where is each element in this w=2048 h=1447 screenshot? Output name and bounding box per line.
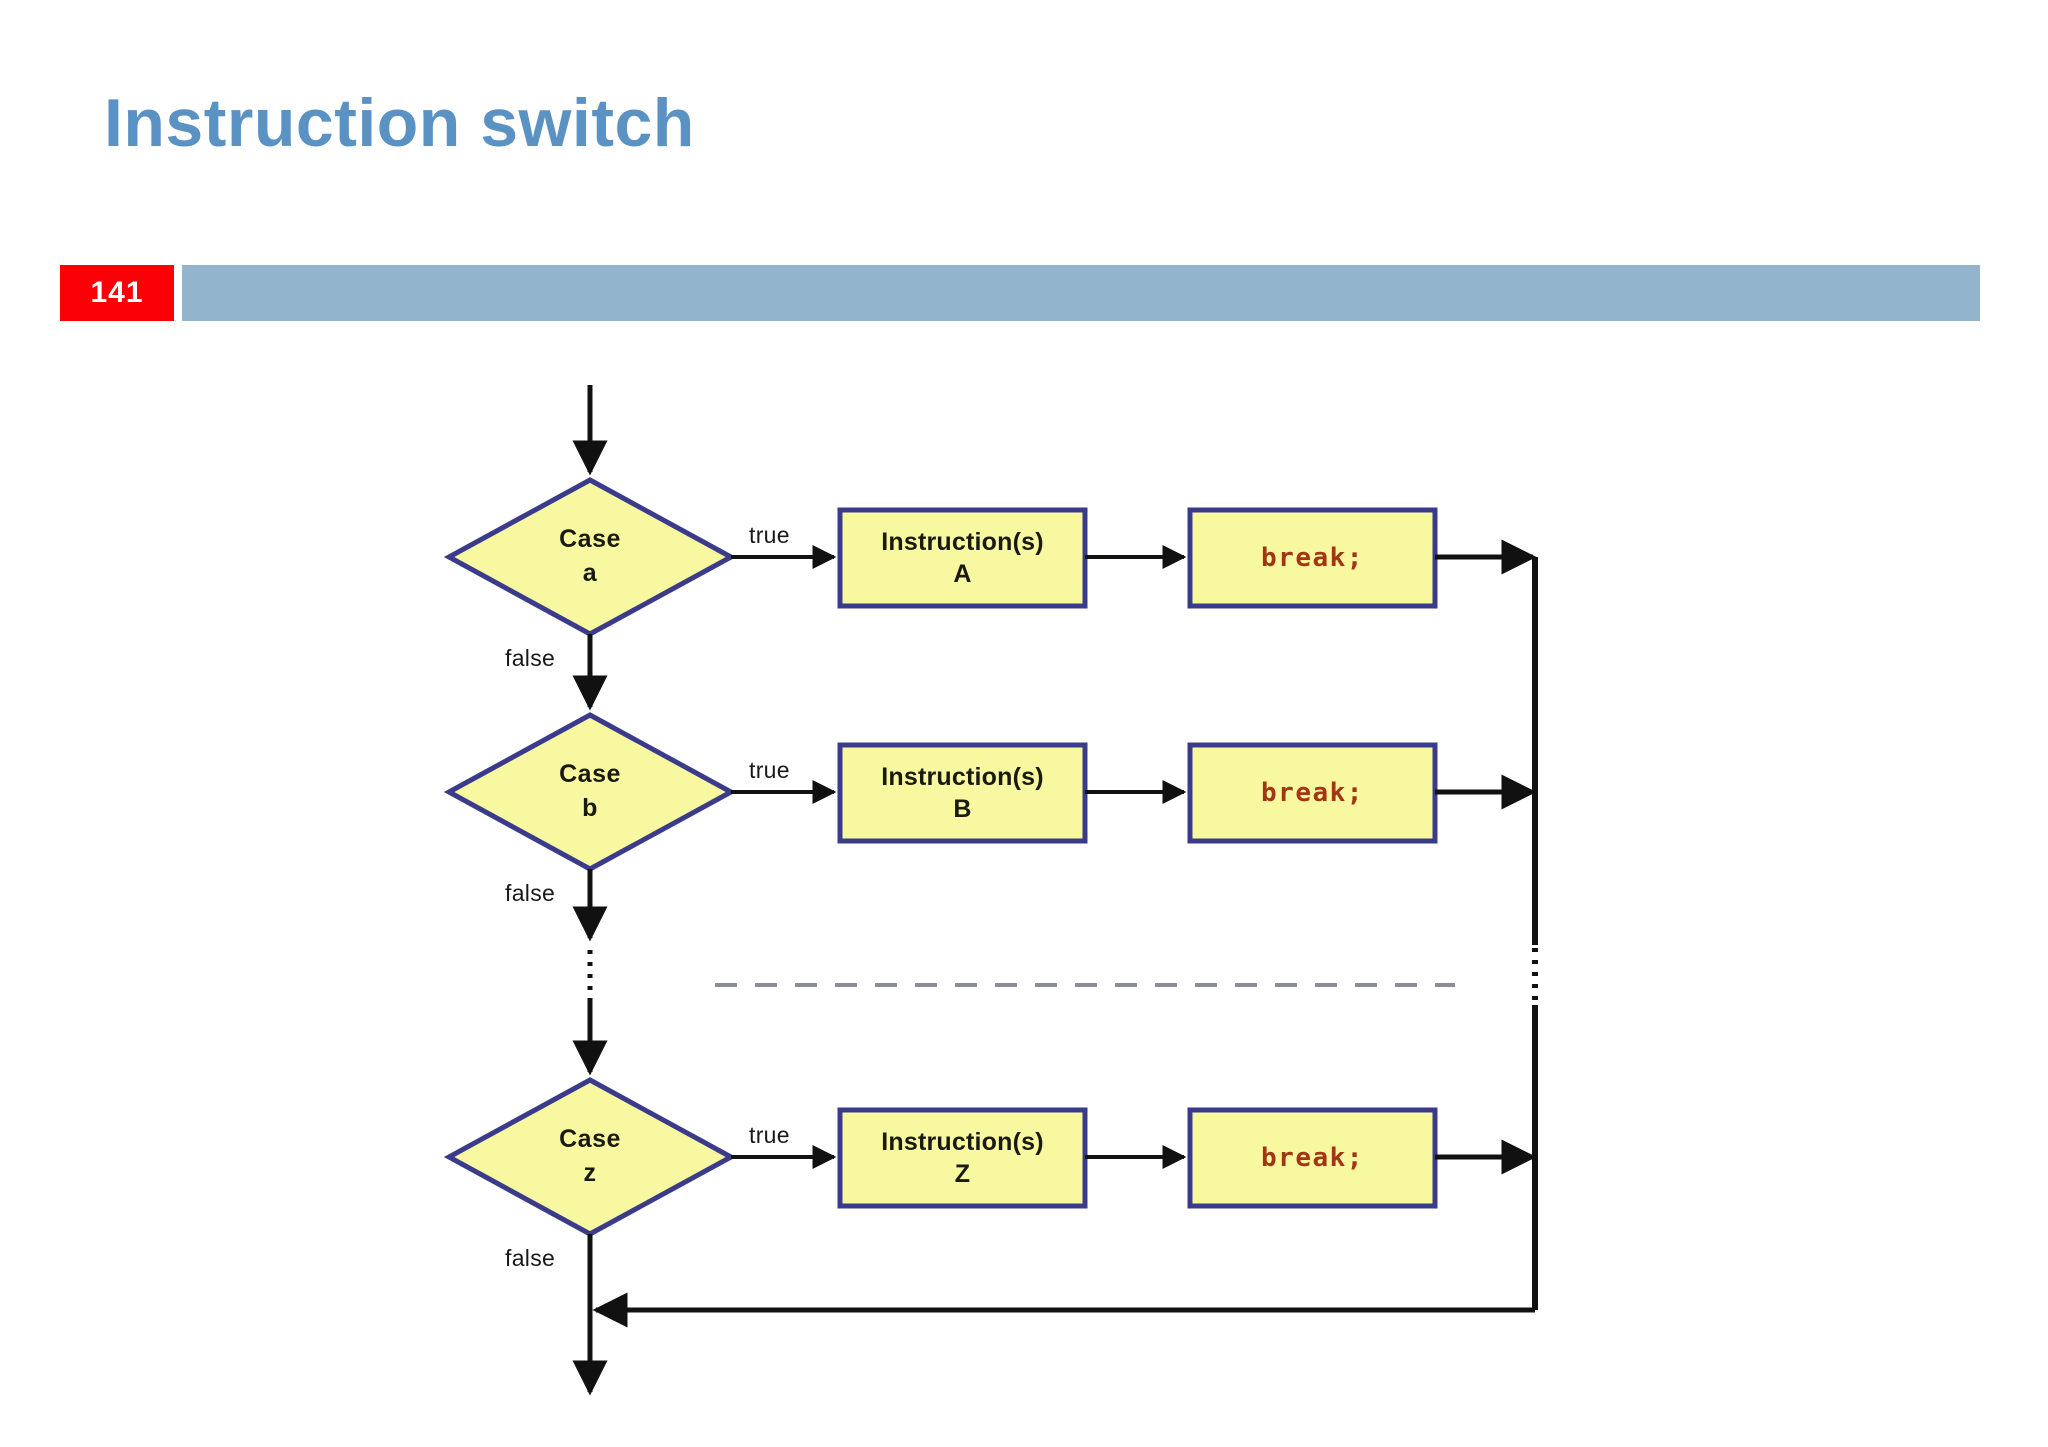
break-node-3 <box>1187 1107 1438 1209</box>
header-rule: 141 <box>60 265 1980 321</box>
decision-node-case-b <box>443 712 737 872</box>
edge-label-true-2: true <box>749 757 790 783</box>
edge-label-false-2: false <box>505 880 556 906</box>
header-bar <box>182 265 1980 321</box>
break-node-2 <box>1187 742 1438 844</box>
edge-label-true-1: true <box>749 522 790 548</box>
page-title: Instruction switch <box>104 85 695 161</box>
break-node-1 <box>1187 507 1438 609</box>
edge-label-true-3: true <box>749 1122 790 1148</box>
edge-label-false-3: false <box>505 1245 556 1271</box>
edge-label-false-1: false <box>505 645 556 671</box>
slide-number-badge: 141 <box>60 265 174 321</box>
process-node-instruction-a <box>837 507 1088 609</box>
process-node-instruction-z <box>837 1107 1088 1209</box>
decision-node-case-z <box>443 1077 737 1237</box>
process-node-instruction-b <box>837 742 1088 844</box>
decision-node-case-a <box>443 477 737 637</box>
